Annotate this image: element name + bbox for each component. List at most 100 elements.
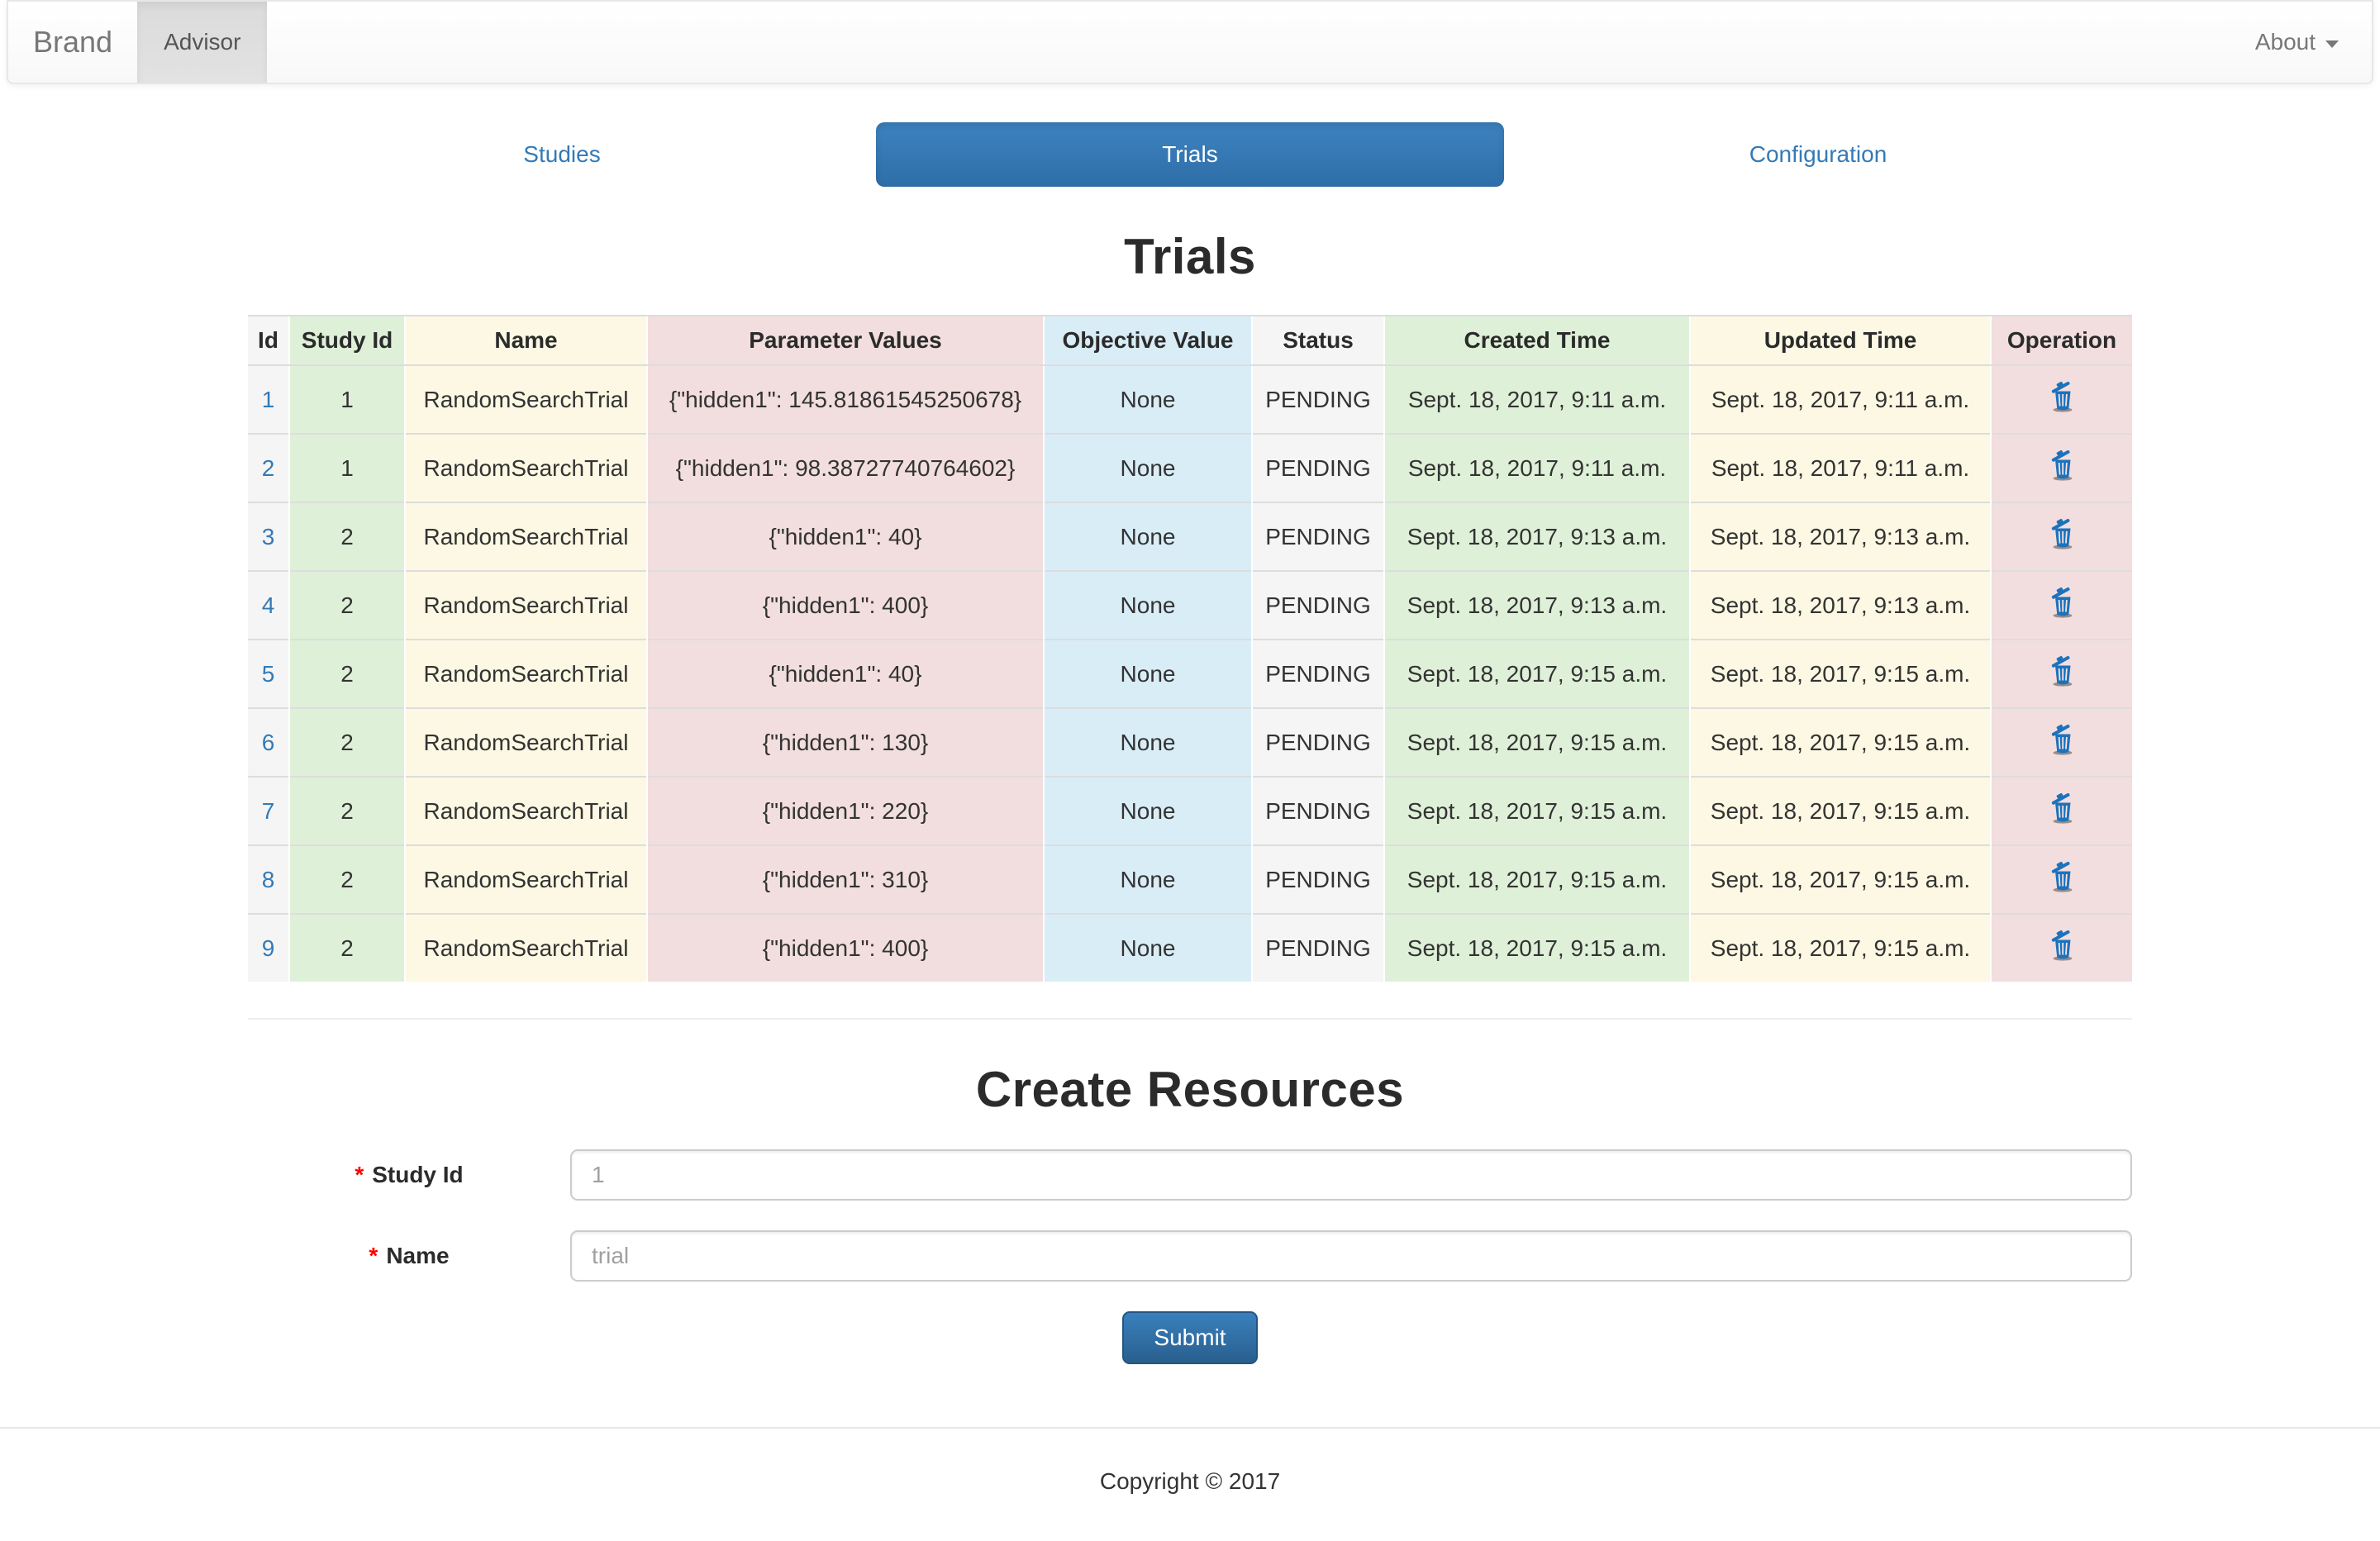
trial-id-link[interactable]: 9	[261, 935, 275, 961]
trash-icon	[2051, 518, 2073, 549]
delete-trial-button[interactable]	[2045, 722, 2078, 757]
cell-updated-time: Sept. 18, 2017, 9:13 a.m.	[1689, 570, 1991, 640]
trash-icon	[2051, 861, 2073, 892]
delete-trial-button[interactable]	[2045, 859, 2078, 894]
cell-parameter-values: {"hidden1": 40}	[646, 502, 1044, 571]
section-divider	[248, 1018, 2132, 1020]
cell-objective-value: None	[1043, 502, 1252, 571]
tab-studies[interactable]: Studies	[523, 141, 601, 167]
caret-down-icon	[2325, 40, 2339, 48]
column-header-operation: Operation	[1990, 315, 2132, 366]
cell-study-id: 1	[288, 433, 405, 502]
cell-study-id: 2	[288, 776, 405, 845]
trial-id-link[interactable]: 4	[261, 592, 275, 618]
cell-created-time: Sept. 18, 2017, 9:13 a.m.	[1383, 502, 1690, 571]
delete-trial-button[interactable]	[2045, 654, 2078, 688]
column-header-updated-time: Updated Time	[1689, 315, 1991, 366]
column-header-id: Id	[248, 315, 289, 366]
trash-icon	[2051, 587, 2073, 618]
cell-name: RandomSearchTrial	[404, 502, 647, 571]
delete-trial-button[interactable]	[2045, 791, 2078, 825]
tab-configuration[interactable]: Configuration	[1749, 141, 1887, 167]
cell-id: 5	[248, 639, 289, 708]
trash-icon	[2051, 724, 2073, 755]
delete-trial-button[interactable]	[2045, 585, 2078, 620]
cell-id: 8	[248, 844, 289, 914]
cell-parameter-values: {"hidden1": 310}	[646, 844, 1044, 914]
submit-row: Submit	[248, 1311, 2132, 1364]
column-header-created-time: Created Time	[1383, 315, 1690, 366]
study-id-field[interactable]	[570, 1149, 2132, 1201]
delete-trial-button[interactable]	[2045, 928, 2078, 963]
cell-objective-value: None	[1043, 364, 1252, 434]
cell-id: 3	[248, 502, 289, 571]
cell-created-time: Sept. 18, 2017, 9:13 a.m.	[1383, 570, 1690, 640]
delete-trial-button[interactable]	[2045, 448, 2078, 483]
cell-updated-time: Sept. 18, 2017, 9:11 a.m.	[1689, 364, 1991, 434]
cell-created-time: Sept. 18, 2017, 9:11 a.m.	[1383, 433, 1690, 502]
delete-trial-button[interactable]	[2045, 379, 2078, 414]
brand-link[interactable]: Brand	[33, 25, 113, 59]
delete-trial-button[interactable]	[2045, 516, 2078, 551]
trial-id-link[interactable]: 5	[261, 660, 275, 687]
form-group-name: *Name	[248, 1230, 2132, 1282]
cell-study-id: 2	[288, 639, 405, 708]
cell-objective-value: None	[1043, 844, 1252, 914]
about-dropdown[interactable]: About	[2222, 2, 2372, 83]
cell-updated-time: Sept. 18, 2017, 9:15 a.m.	[1689, 776, 1991, 845]
cell-study-id: 2	[288, 913, 405, 982]
column-header-study-id: Study Id	[288, 315, 405, 366]
create-resources-title: Create Resources	[975, 1062, 1405, 1117]
trash-icon	[2051, 792, 2073, 824]
trial-id-link[interactable]: 8	[261, 866, 275, 892]
column-header-parameter-values: Parameter Values	[646, 315, 1044, 366]
cell-operation	[1990, 707, 2132, 777]
cell-objective-value: None	[1043, 433, 1252, 502]
cell-study-id: 2	[288, 707, 405, 777]
page-footer: Copyright © 2017	[0, 1427, 2380, 1541]
nav-item-advisor[interactable]: Advisor	[137, 2, 268, 83]
trial-id-link[interactable]: 3	[261, 523, 275, 549]
form-group-study-id: *Study Id	[248, 1149, 2132, 1201]
cell-objective-value: None	[1043, 913, 1252, 982]
cell-name: RandomSearchTrial	[404, 639, 647, 708]
trial-id-link[interactable]: 1	[261, 386, 275, 412]
cell-objective-value: None	[1043, 776, 1252, 845]
cell-study-id: 2	[288, 844, 405, 914]
cell-name: RandomSearchTrial	[404, 844, 647, 914]
cell-name: RandomSearchTrial	[404, 570, 647, 640]
cell-parameter-values: {"hidden1": 220}	[646, 776, 1044, 845]
column-header-name: Name	[404, 315, 647, 366]
trial-id-link[interactable]: 7	[261, 797, 275, 824]
cell-operation	[1990, 433, 2132, 502]
cell-study-id: 2	[288, 502, 405, 571]
tab-trials[interactable]: Trials	[876, 122, 1504, 187]
cell-created-time: Sept. 18, 2017, 9:15 a.m.	[1383, 844, 1690, 914]
cell-created-time: Sept. 18, 2017, 9:15 a.m.	[1383, 639, 1690, 708]
cell-parameter-values: {"hidden1": 400}	[646, 570, 1044, 640]
trash-icon	[2051, 930, 2073, 961]
cell-parameter-values: {"hidden1": 130}	[646, 707, 1044, 777]
cell-updated-time: Sept. 18, 2017, 9:13 a.m.	[1689, 502, 1991, 571]
cell-objective-value: None	[1043, 639, 1252, 708]
column-header-status: Status	[1251, 315, 1384, 366]
study-id-label: *Study Id	[355, 1162, 464, 1187]
cell-status: PENDING	[1251, 707, 1384, 777]
column-header-objective-value: Objective Value	[1043, 315, 1252, 366]
submit-button[interactable]: Submit	[1122, 1311, 1258, 1364]
cell-created-time: Sept. 18, 2017, 9:15 a.m.	[1383, 707, 1690, 777]
trial-id-link[interactable]: 6	[261, 729, 275, 755]
cell-created-time: Sept. 18, 2017, 9:15 a.m.	[1383, 776, 1690, 845]
name-field[interactable]	[570, 1230, 2132, 1282]
cell-updated-time: Sept. 18, 2017, 9:15 a.m.	[1689, 844, 1991, 914]
trial-id-link[interactable]: 2	[261, 454, 275, 481]
cell-study-id: 2	[288, 570, 405, 640]
cell-parameter-values: {"hidden1": 145.81861545250678}	[646, 364, 1044, 434]
cell-objective-value: None	[1043, 570, 1252, 640]
